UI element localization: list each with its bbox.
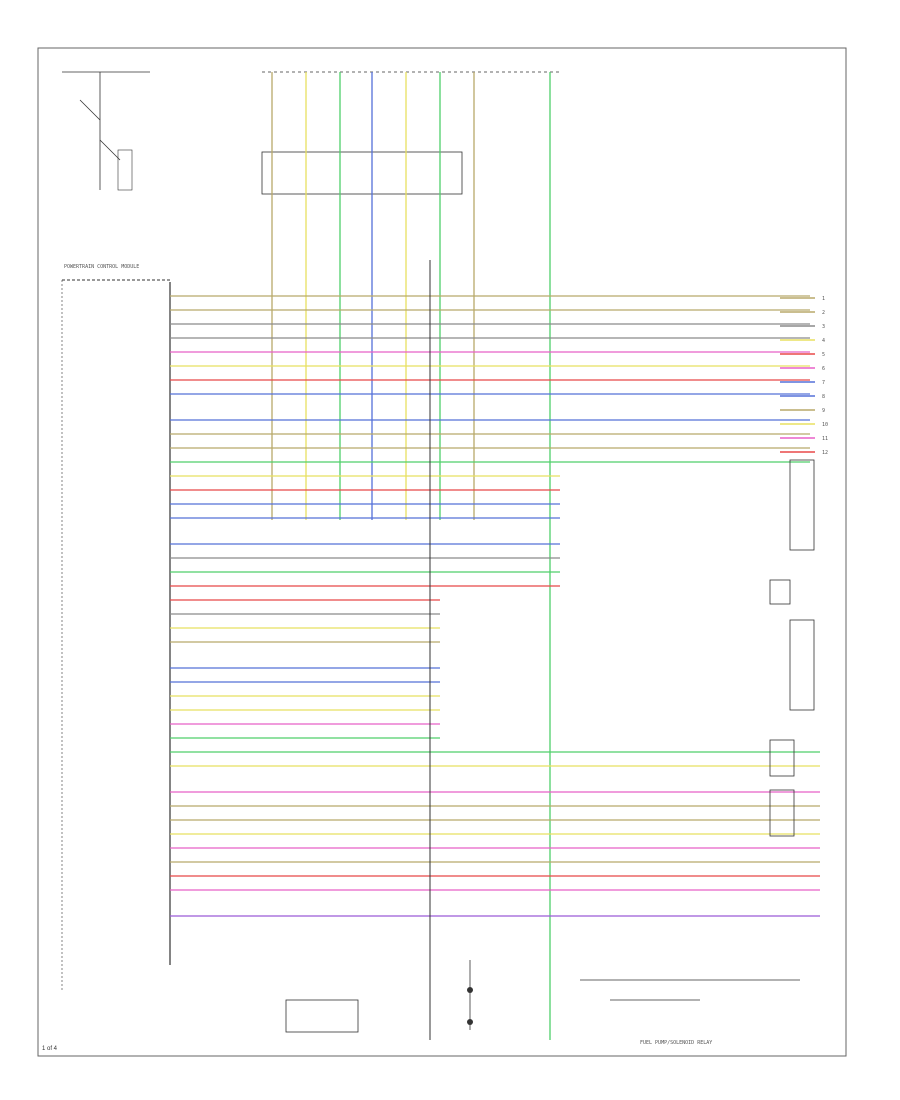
right-pin-label: 7	[822, 380, 825, 386]
fuel-pump-relay	[580, 979, 800, 1001]
diagram-frame	[37, 47, 847, 1057]
figure-number: 1 of 4	[42, 1046, 58, 1052]
right-components	[769, 459, 815, 837]
right-pin-label: 5	[822, 352, 825, 358]
right-pin-label: 9	[822, 408, 825, 414]
pcm-signal-wires	[170, 295, 820, 917]
bottom-connector	[285, 260, 473, 1040]
footer-label: FUEL PUMP/SOLENOID RELAY	[640, 1040, 712, 1046]
pcm-connector	[61, 279, 171, 990]
right-pin-label: 8	[822, 394, 825, 400]
right-pin-label: 11	[822, 436, 828, 442]
vertical-feed-wires	[271, 72, 551, 1040]
right-pin-label: 3	[822, 324, 825, 330]
right-pin-label: 10	[822, 422, 828, 428]
ignition-switch	[62, 71, 150, 191]
right-pin-label: 12	[822, 450, 828, 456]
right-pin-label: 6	[822, 366, 825, 372]
pcm-label: POWERTRAIN CONTROL MODULE	[64, 264, 139, 270]
right-pin-label: 2	[822, 310, 825, 316]
right-pin-label: 4	[822, 338, 825, 344]
fuse-block	[261, 71, 560, 195]
right-pin-label: 1	[822, 296, 825, 302]
